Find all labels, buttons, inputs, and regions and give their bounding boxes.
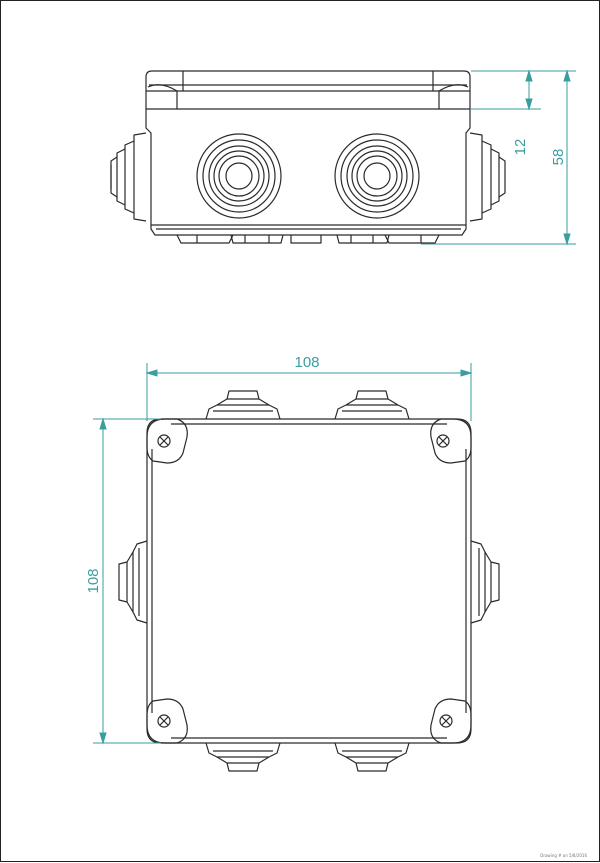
corner-screw-top-left [146, 418, 188, 464]
front-side-gland-right [469, 132, 506, 222]
dim-depth-label: 108 [85, 568, 102, 593]
top-edge-glands [205, 390, 410, 420]
corner-screw-top-right [430, 418, 472, 464]
dim-height-label: 58 [550, 149, 567, 166]
dim-lid-label: 12 [512, 139, 529, 156]
left-edge-gland [118, 540, 148, 624]
top-view [118, 390, 500, 772]
footer-note: Drawing # on 5/8/2016 [540, 853, 587, 858]
corner-screw-bottom-right [430, 698, 472, 744]
front-side-gland-left [110, 132, 147, 222]
bottom-edge-glands [205, 742, 410, 772]
right-edge-gland [470, 540, 500, 624]
front-bottom-glands [176, 234, 440, 244]
top-body-outline [146, 418, 472, 744]
corner-screw-bottom-left [146, 698, 188, 744]
front-gland-right [334, 133, 420, 219]
dimension-lines [93, 69, 576, 745]
front-view [110, 70, 506, 244]
front-gland-left [196, 133, 282, 219]
dim-width-label: 108 [294, 354, 319, 371]
front-lid [145, 70, 471, 110]
front-body [145, 109, 471, 236]
